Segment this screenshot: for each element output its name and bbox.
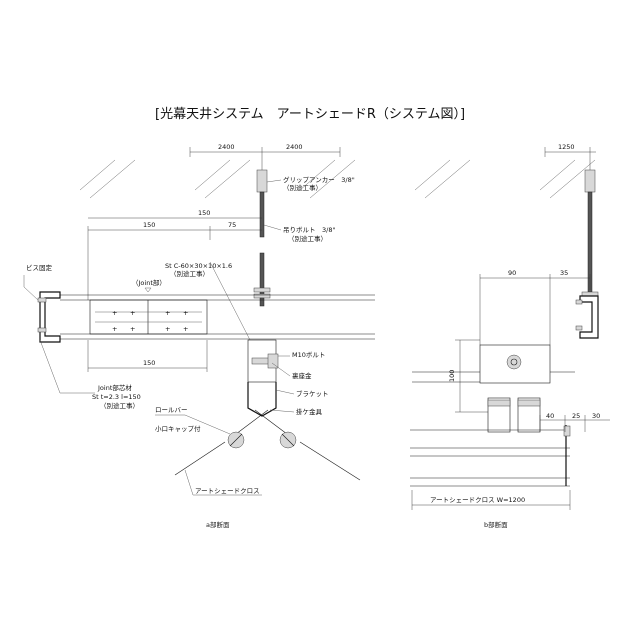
dim-40-25-30: 40 25 30: [539, 412, 610, 432]
bracket-body-b: [479, 344, 551, 433]
label-grip-anchor: グリップアンカー 3/8": [283, 175, 355, 184]
dim-75: 75: [228, 221, 236, 229]
main-channel: [60, 261, 375, 341]
bracket-assembly: [247, 339, 279, 417]
label-st-channel: St C-60×30×10×1.6: [165, 262, 232, 270]
caption-b: b部断面: [484, 520, 508, 529]
label-joint-core-2: St t=2.3 l=150: [92, 393, 141, 401]
dim-150-75: 150 150 75: [87, 209, 262, 300]
hanging-rod: [253, 169, 271, 307]
label-hanging-bolt: 吊りボルト 3/8": [283, 226, 335, 234]
dim-150-bottom: 150: [143, 359, 155, 367]
cross-mark: +: [165, 325, 170, 333]
label-grip-anchor-note: （別途工事）: [283, 183, 322, 192]
dim-150-lower: 150: [87, 340, 208, 372]
dim-30: 30: [592, 412, 600, 420]
label-st-channel-note: （別途工事）: [170, 269, 209, 278]
label-hanging-bolt-note: （別途工事）: [288, 234, 327, 243]
dim-90: 90: [508, 269, 516, 277]
label-joint-core-3: （別途工事）: [100, 401, 139, 410]
dim-2400-left: 2400: [218, 143, 235, 151]
label-bracket: ブラケット: [296, 389, 329, 398]
cross-mark: +: [112, 309, 117, 317]
channel-end-profile: [37, 291, 61, 343]
caption-a: a部断面: [206, 520, 230, 529]
dim-1250: 1250: [544, 143, 596, 170]
cross-mark: +: [165, 309, 170, 317]
slab-hatch: [79, 159, 356, 199]
slab-hatch-b: [414, 159, 596, 199]
hanging-rod-b: [581, 169, 599, 297]
cross-mark: +: [183, 325, 188, 333]
label-cloth: アートシェードクロス: [195, 487, 260, 495]
label-cloth-width: アートシェードクロス W=1200: [430, 496, 525, 504]
label-roll-bar: ロールバー: [155, 406, 188, 414]
dim-35: 35: [560, 269, 568, 277]
dim-150-mid: 150: [143, 221, 155, 229]
label-m10-bolt: M10ボルト: [292, 351, 325, 359]
label-hook-fitting: 掛ケ金具: [296, 407, 323, 416]
cross-mark: +: [112, 325, 117, 333]
dim-40: 40: [546, 412, 554, 420]
dim-100-text: 100: [448, 370, 456, 382]
label-screw-fix: ビス固定: [26, 263, 53, 272]
dim-2400-right: 2400: [286, 143, 303, 151]
label-small-cap: 小口キャップ付: [155, 424, 201, 433]
joint-part: （Joint部） + + + + + + + +: [89, 278, 208, 335]
cross-mark: +: [130, 309, 135, 317]
section-b: 1250 90 35: [410, 143, 610, 529]
dim-100: 100: [448, 339, 488, 413]
dim-top: 2400 2400: [189, 143, 341, 170]
dim-cloth-width: アートシェードクロス W=1200: [411, 490, 571, 510]
label-joint-core-1: Joint部芯材: [97, 383, 132, 392]
label-washer-plate: 裏座金: [292, 371, 312, 380]
dim-25: 25: [572, 412, 580, 420]
dim-150-upper: 150: [198, 209, 210, 217]
dim-90-35: 90 35: [479, 269, 591, 345]
dim-1250-text: 1250: [558, 143, 575, 151]
cloth-cross: [174, 409, 361, 481]
diagram-title: [光幕天井システム アートシェードR（システム図）]: [155, 107, 465, 122]
channel-profile-b: [575, 295, 599, 339]
section-a: 2400 2400 グリップアンカー 3/8" （別途工事） 吊りボルト 3/8…: [23, 143, 375, 529]
cross-mark: +: [183, 309, 188, 317]
horizontal-members-b: [410, 371, 575, 487]
label-joint-part: （Joint部）: [132, 278, 166, 287]
cross-mark: +: [130, 325, 135, 333]
